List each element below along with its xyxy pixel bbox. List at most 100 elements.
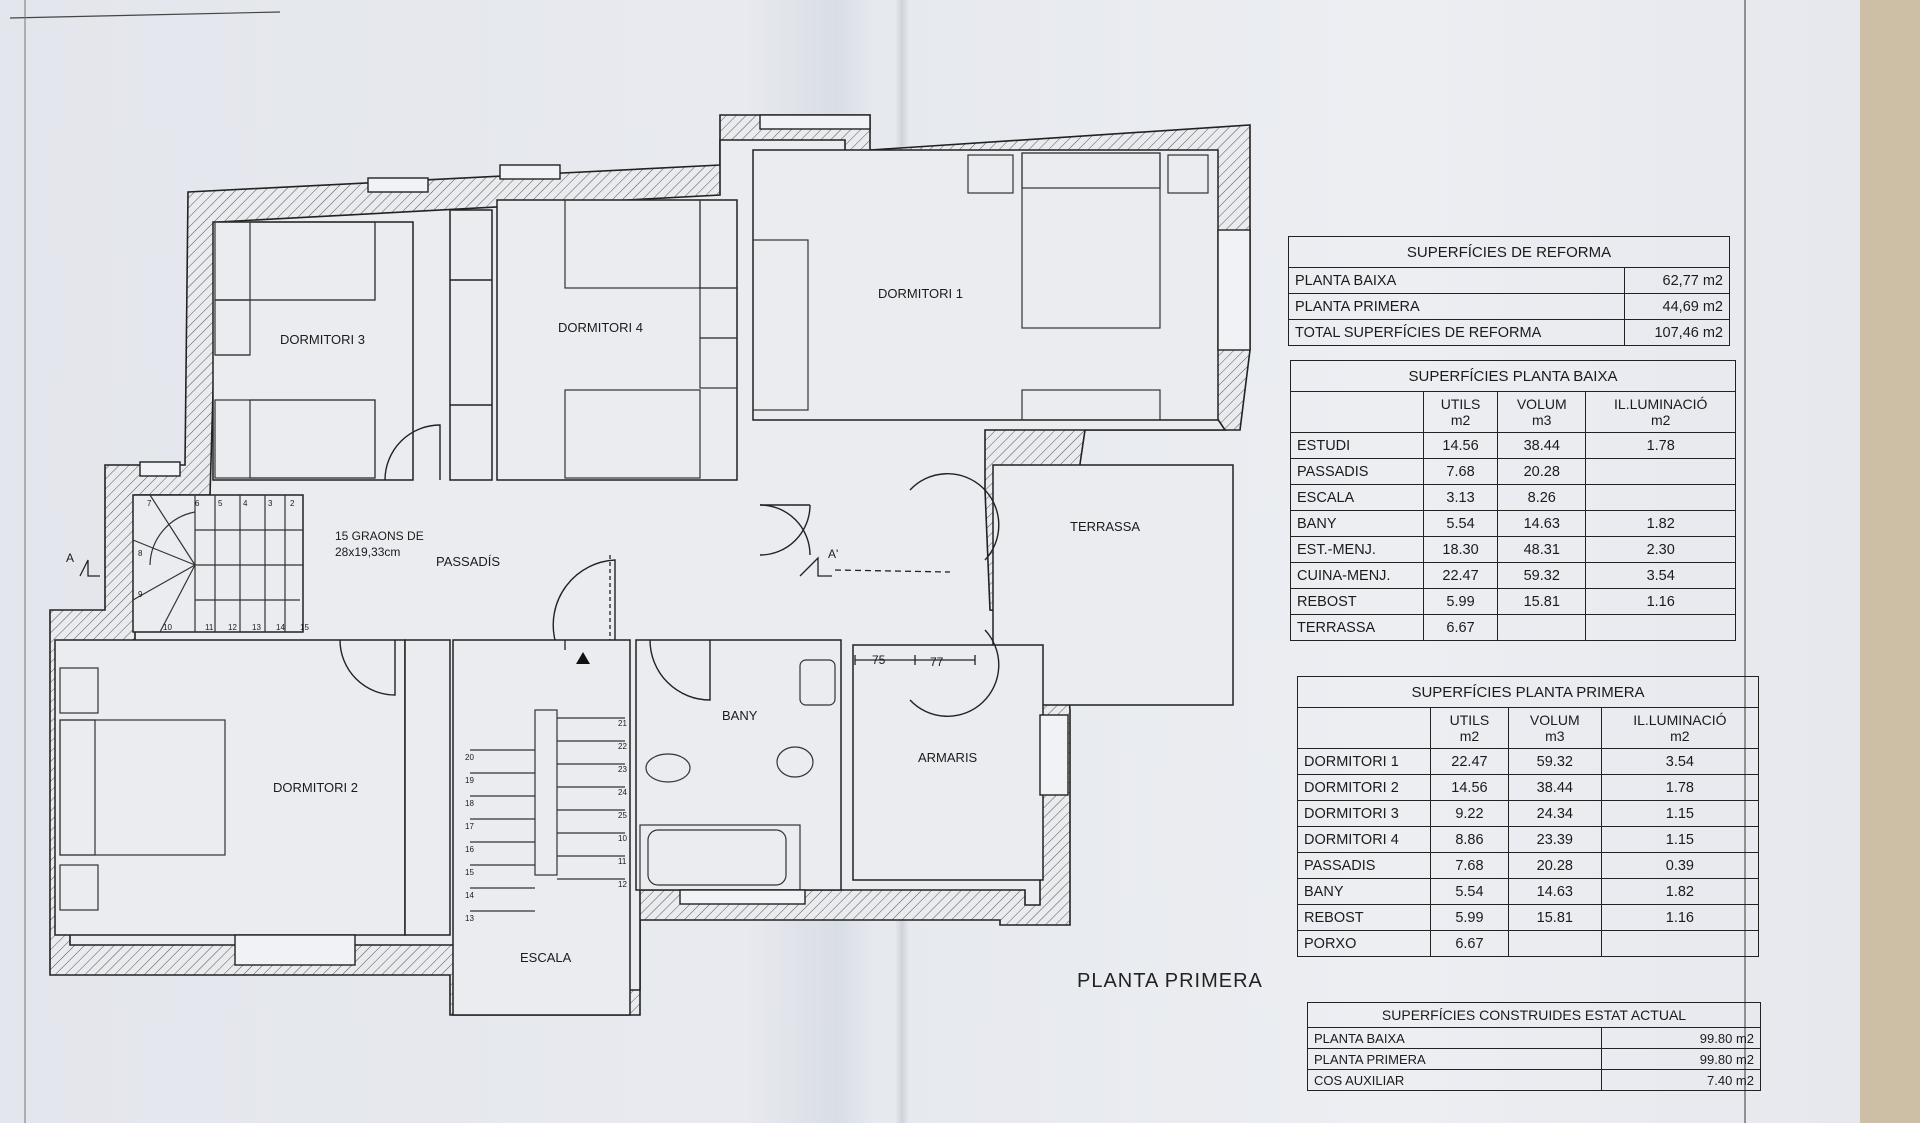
step-number: 24	[618, 788, 627, 797]
table-header	[1297, 707, 1431, 749]
step-number: 11	[618, 857, 627, 866]
step-number: 13	[465, 914, 474, 923]
dimension-75: 75	[872, 653, 886, 667]
table-row: PLANTA PRIMERA 44,69 m2	[1288, 293, 1730, 320]
table-cell-value	[1585, 484, 1736, 511]
table-cell-value: 15.81	[1497, 588, 1587, 615]
table-superficies-planta-primera: SUPERFÍCIES PLANTA PRIMERA UTILS m2 VOLU…	[1297, 676, 1760, 957]
table-cell-value: 22.47	[1430, 748, 1509, 775]
table-cell-value: 3.54	[1585, 562, 1736, 589]
table-title: SUPERFÍCIES PLANTA PRIMERA	[1297, 676, 1759, 708]
step-number: 6	[195, 499, 200, 508]
table-cell-label: PLANTA BAIXA	[1306, 1027, 1603, 1049]
step-number: 20	[465, 753, 474, 762]
table-row: PLANTA BAIXA 99.80 m2	[1306, 1027, 1761, 1049]
step-number: 22	[618, 742, 627, 751]
table-cell-value: 20.28	[1507, 852, 1602, 879]
stair-note-line2: 28x19,33cm	[335, 545, 400, 559]
step-number: 25	[618, 811, 627, 820]
step-number: 18	[465, 799, 474, 808]
table-cell-value: 22.47	[1422, 562, 1499, 589]
table-row: TOTAL SUPERFÍCIES DE REFORMA 107,46 m2	[1288, 319, 1730, 346]
step-number: 7	[147, 499, 152, 508]
table-cell-label: COS AUXILIAR	[1306, 1069, 1603, 1091]
table-cell-label: PLANTA PRIMERA	[1306, 1048, 1603, 1070]
step-number: 21	[618, 719, 627, 728]
table-cell-label: DORMITORI 4	[1297, 826, 1431, 853]
table-cell-value	[1585, 614, 1736, 641]
step-number: 16	[465, 845, 474, 854]
step-number: 14	[465, 891, 474, 900]
step-number: 8	[138, 549, 143, 558]
section-marker-a-prime: A'	[828, 547, 838, 561]
table-cell-value: 7.68	[1430, 852, 1509, 879]
table-cell-value: 9.22	[1430, 800, 1509, 827]
table-cell-label: PASSADIS	[1290, 458, 1424, 485]
table-superficies-reforma: SUPERFÍCIES DE REFORMA PLANTA BAIXA 62,7…	[1288, 236, 1730, 346]
table-cell-value: 14.56	[1422, 432, 1499, 459]
step-number: 11	[205, 623, 214, 632]
table-cell-label: CUINA-MENJ.	[1290, 562, 1424, 589]
table-cell-value: 1.15	[1600, 826, 1760, 853]
table-header: IL.LUMINACIÓ m2	[1585, 391, 1736, 433]
table-cell-value: 20.28	[1497, 458, 1587, 485]
table-cell-label: DORMITORI 3	[1297, 800, 1431, 827]
table-header: VOLUM m3	[1497, 391, 1587, 433]
table-cell-value: 7.40 m2	[1601, 1069, 1761, 1091]
north-arrow-icon	[576, 652, 590, 664]
table-row: PLANTA BAIXA 62,77 m2	[1288, 267, 1730, 294]
table-cell-value: 7.68	[1422, 458, 1499, 485]
table-cell-value: 6.67	[1430, 930, 1509, 957]
table-cell-label: DORMITORI 1	[1297, 748, 1431, 775]
table-cell-value: 3.13	[1422, 484, 1499, 511]
table-cell-value: 1.16	[1600, 904, 1760, 931]
table-cell-value: 99.80 m2	[1601, 1027, 1761, 1049]
table-cell-label: PLANTA BAIXA	[1288, 267, 1625, 294]
room-label-terrassa: TERRASSA	[1070, 519, 1140, 534]
table-cell-value: 1.16	[1585, 588, 1736, 615]
table-cell-value: 0.39	[1600, 852, 1760, 879]
step-number: 13	[252, 623, 261, 632]
table-cell-value: 3.54	[1600, 748, 1760, 775]
room-label-armaris: ARMARIS	[918, 750, 978, 765]
room-label-dormitori3: DORMITORI 3	[280, 332, 365, 347]
table-cell-label: REBOST	[1290, 588, 1424, 615]
table-title: SUPERFÍCIES CONSTRUIDES ESTAT ACTUAL	[1307, 1002, 1761, 1028]
room-label-dormitori2: DORMITORI 2	[273, 780, 358, 795]
step-number: 2	[290, 499, 295, 508]
table-cell-value	[1507, 930, 1602, 957]
room-label-escala: ESCALA	[520, 950, 572, 965]
step-number: 15	[465, 868, 474, 877]
table-superficies-construides: SUPERFÍCIES CONSTRUIDES ESTAT ACTUAL PLA…	[1306, 1002, 1761, 1091]
step-number: 17	[465, 822, 474, 831]
table-cell-label: BANY	[1297, 878, 1431, 905]
table-cell-label: PASSADIS	[1297, 852, 1431, 879]
step-number: 23	[618, 765, 627, 774]
table-cell-value: 1.78	[1585, 432, 1736, 459]
table-cell-value: 24.34	[1507, 800, 1602, 827]
table-cell-label: PLANTA PRIMERA	[1288, 293, 1625, 320]
table-cell-value: 1.82	[1600, 878, 1760, 905]
table-cell-value: 8.26	[1497, 484, 1587, 511]
table-cell-value: 62,77 m2	[1623, 267, 1730, 294]
table-row: COS AUXILIAR 7.40 m2	[1306, 1069, 1761, 1091]
step-number: 4	[243, 499, 248, 508]
step-number: 3	[268, 499, 273, 508]
table-cell-label: PORXO	[1297, 930, 1431, 957]
step-number: 14	[276, 623, 285, 632]
table-header: IL.LUMINACIÓ m2	[1600, 707, 1760, 749]
stair-note-line1: 15 GRAONS DE	[335, 529, 424, 543]
table-cell-value: 14.63	[1497, 510, 1587, 537]
table-cell-label: EST.-MENJ.	[1290, 536, 1424, 563]
